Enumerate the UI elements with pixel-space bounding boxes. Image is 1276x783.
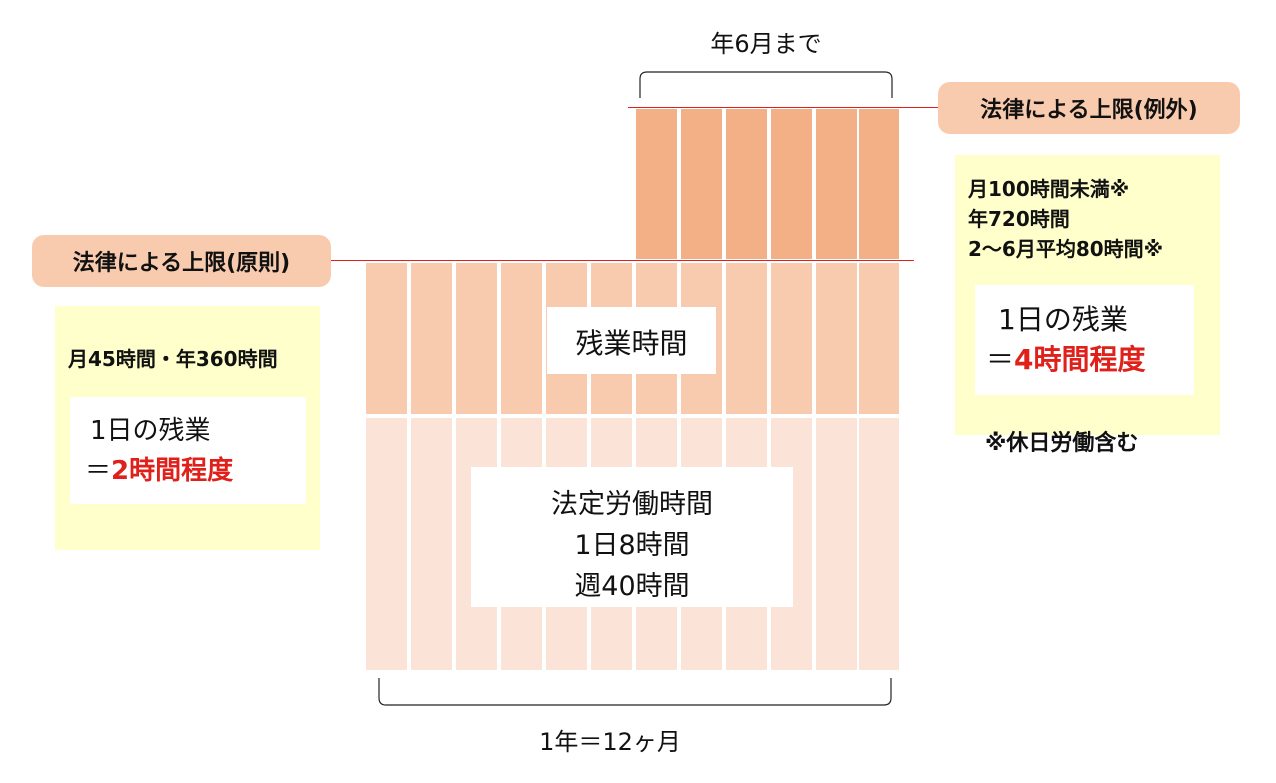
exception-overtime-month-5 [816, 109, 857, 259]
legal-hours-month-2 [411, 418, 452, 670]
overtime-month-12 [859, 263, 899, 414]
overtime-month-9 [726, 263, 767, 414]
exception-daily-value: 4時間程度 [1014, 343, 1146, 376]
legal-hours-box [471, 467, 793, 607]
overtime-label-box [547, 307, 716, 374]
exception-overtime-month-6 [859, 109, 899, 259]
legal-hours-month-1 [366, 418, 407, 670]
legal-hours-month-12 [859, 418, 899, 670]
principle-daily-box [70, 397, 306, 504]
overtime-month-1 [366, 263, 407, 414]
top-bracket-label: 年6月まで [710, 30, 822, 58]
bottom-bracket-label: 1年＝12ヶ月 [539, 728, 681, 756]
principle-daily-eq: ＝ [85, 456, 112, 486]
legal-hours-month-11 [816, 418, 857, 670]
exception-overtime-month-4 [771, 109, 812, 259]
legal-hours-daily: 1日8時間 [574, 530, 690, 561]
exception-daily-value-line: ＝4時間程度 [986, 338, 1146, 378]
exception-average-limit: 2〜6月平均80時間※ [968, 237, 1164, 261]
overtime-month-10 [771, 263, 812, 414]
overtime-month-3 [456, 263, 497, 414]
exception-daily-eq: ＝ [986, 343, 1015, 376]
exception-overtime-month-1 [636, 109, 677, 259]
legal-hours-weekly: 週40時間 [574, 571, 690, 602]
exception-limit-label: 法律による上限(例外) [938, 82, 1240, 134]
overtime-month-4 [501, 263, 542, 414]
overtime-month-11 [816, 263, 857, 414]
exception-monthly-limit: 月100時間未満※ [968, 177, 1130, 201]
legal-hours-title: 法定労働時間 [551, 489, 713, 520]
exception-overtime-month-3 [726, 109, 767, 259]
overtime-month-2 [411, 263, 452, 414]
exception-overtime-month-2 [681, 109, 722, 259]
bottom-bracket [378, 678, 892, 706]
exception-annual-limit: 年720時間 [968, 207, 1070, 231]
exception-daily-prefix: 1日の残業 [998, 303, 1128, 336]
principle-daily-prefix: 1日の残業 [90, 416, 211, 446]
exception-daily-box [975, 285, 1194, 395]
principle-daily-value: 2時間程度 [111, 456, 234, 486]
top-bracket [639, 71, 893, 98]
exception-footnote: ※休日労働含む [985, 431, 1139, 456]
exception-limit-line [628, 107, 940, 108]
principle-daily-value-line: ＝2時間程度 [85, 450, 233, 487]
overtime-label: 残業時間 [575, 327, 688, 360]
principle-limits: 月45時間・年360時間 [68, 347, 278, 371]
principle-limit-label: 法律による上限(原則) [32, 235, 331, 287]
principle-limit-line [330, 260, 914, 261]
